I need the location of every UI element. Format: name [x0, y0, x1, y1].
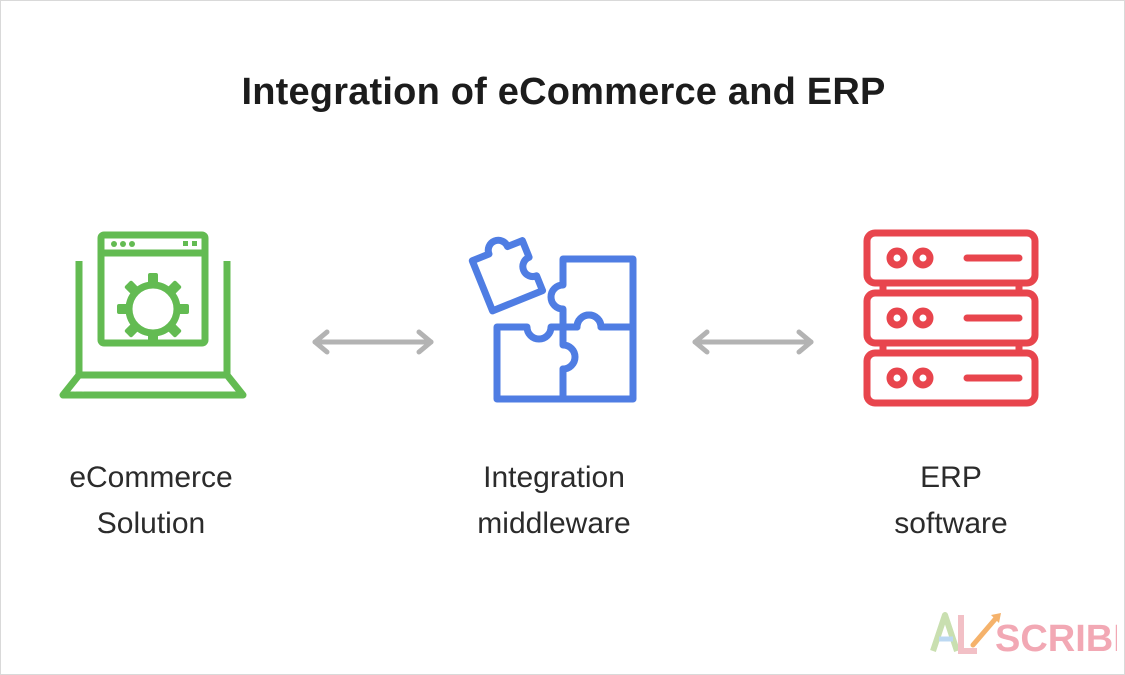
- bidirectional-arrow-1: [312, 329, 434, 355]
- erp-label: ERP software: [801, 455, 1101, 547]
- middleware-label: Integration middleware: [404, 455, 704, 547]
- server-stack-icon: [863, 229, 1039, 407]
- ecommerce-label-line2: Solution: [96, 507, 206, 540]
- bidirectional-arrow-2: [692, 329, 814, 355]
- allscribe-watermark-logo: SCRIBE: [930, 612, 1117, 660]
- ecommerce-label: eCommerce Solution: [1, 455, 301, 547]
- svg-text:SCRIBE: SCRIBE: [995, 618, 1117, 660]
- laptop-gear-icon: [59, 231, 247, 399]
- erp-label-line1: ERP: [920, 461, 982, 494]
- middleware-label-line1: Integration: [483, 461, 625, 494]
- ecommerce-label-line1: eCommerce: [69, 461, 233, 494]
- erp-label-line2: software: [894, 507, 1008, 540]
- diagram-title: Integration of eCommerce and ERP: [241, 71, 886, 113]
- middleware-label-line2: middleware: [477, 507, 631, 540]
- puzzle-icon: [468, 236, 637, 403]
